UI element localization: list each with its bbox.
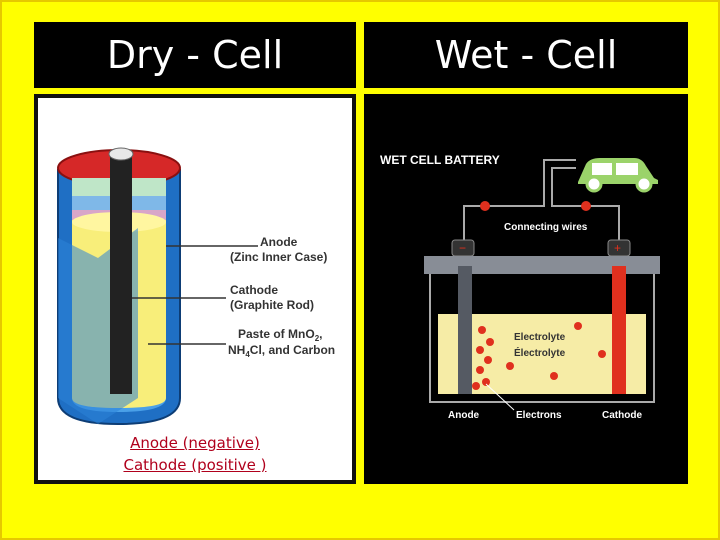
electron-dot (486, 338, 494, 346)
paste-comma: , (319, 327, 322, 341)
wet-cell-title: Wet - Cell (364, 22, 688, 88)
electrons-leader (485, 383, 515, 411)
electrolyte-label-2: Électrolyte (514, 346, 566, 359)
electron-dot (478, 326, 486, 334)
dry-cell-panel: Anode (Zinc Inner Case) Cathode (Graphit… (34, 94, 356, 484)
paste-sub-2: 2 (315, 334, 320, 343)
label-paste-line2: NH4Cl, and Carbon (228, 343, 335, 359)
graphite-rod (110, 154, 132, 394)
wet-cell-heading: WET CELL BATTERY (380, 153, 500, 167)
paste-sub-4: 4 (245, 350, 250, 359)
label-anode-sub: (Zinc Inner Case) (230, 250, 327, 264)
rod-cap (108, 147, 134, 161)
terminal-positive-sign: + (614, 241, 621, 255)
electron-dot (476, 346, 484, 354)
electron-dot (476, 366, 484, 374)
caption-cathode-positive: Cathode (positive ) (123, 456, 267, 474)
wire-electron-right (581, 201, 591, 211)
electron-dot (506, 362, 514, 370)
dry-cell-diagram: Anode (Zinc Inner Case) Cathode (Graphit… (57, 147, 335, 426)
electron-dots (472, 322, 606, 390)
wire-electron-left (480, 201, 490, 211)
electron-dot (484, 356, 492, 364)
label-cathode-sub: (Graphite Rod) (230, 298, 314, 312)
electrons-label: Electrons (516, 410, 562, 421)
wet-cell-diagram: WET CELL BATTERY Connecting wires − + El… (380, 153, 660, 421)
caption-anode-negative: Anode (negative) (130, 434, 260, 452)
dry-cell-title: Dry - Cell (34, 22, 356, 88)
anode-bar (458, 266, 472, 394)
electron-dot (598, 350, 606, 358)
cathode-label: Cathode (602, 410, 642, 421)
terminal-negative-sign: − (459, 241, 466, 255)
electron-dot (550, 372, 558, 380)
battery-case (429, 274, 655, 403)
electrolyte-label-1: Electrolyte (514, 332, 566, 343)
wet-cell-panel: WET CELL BATTERY Connecting wires − + El… (364, 94, 688, 484)
wire-left (463, 159, 576, 249)
label-anode: Anode (260, 235, 298, 249)
electron-dot (574, 322, 582, 330)
car-icon (578, 158, 658, 193)
electron-dot (482, 378, 490, 386)
label-cathode: Cathode (230, 283, 278, 297)
electron-dot (472, 382, 480, 390)
connecting-wires-label: Connecting wires (504, 222, 588, 233)
wire-right (551, 167, 620, 249)
paste-line1: Paste of MnO (238, 327, 315, 341)
paste-rest: Cl, and Carbon (250, 343, 335, 357)
electrolyte (438, 314, 646, 394)
anode-label: Anode (448, 410, 480, 421)
label-paste: Paste of MnO2, (238, 327, 322, 343)
paste-nh: NH (228, 343, 245, 357)
cathode-bar (612, 266, 626, 394)
battery-lid (424, 256, 660, 274)
